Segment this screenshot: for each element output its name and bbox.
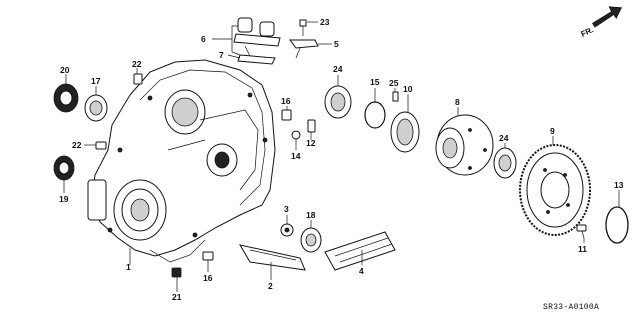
callout-12: 12 [306, 138, 316, 148]
transmission-housing [87, 59, 276, 263]
bolt-12 [307, 119, 316, 133]
sensor-bolt [299, 19, 307, 36]
callout-11: 11 [578, 244, 587, 254]
callout-1: 1 [126, 262, 131, 272]
shim-25 [392, 91, 399, 102]
callout-10: 10 [403, 84, 413, 94]
sensor-bracket [289, 39, 319, 59]
bearing-18 [300, 227, 322, 253]
ring-gear-10 [390, 111, 420, 153]
solenoid-assembly [233, 17, 281, 59]
bearing-24-upper [324, 85, 352, 119]
callout-20: 20 [60, 65, 70, 75]
washer-3 [280, 223, 294, 237]
differential-8 [435, 114, 494, 176]
strainer-2 [238, 244, 306, 271]
callout-22-upper: 22 [132, 59, 142, 69]
callout-25: 25 [389, 78, 399, 88]
oil-seal-19 [53, 155, 75, 181]
callout-18: 18 [306, 210, 316, 220]
front-direction-arrow: FR. [579, 6, 622, 39]
snap-ring-15 [364, 101, 386, 129]
callout-6: 6 [201, 34, 206, 44]
callout-8: 8 [455, 97, 460, 107]
final-driven-gear-9 [519, 144, 591, 236]
dowel-pin-22-upper [133, 73, 143, 85]
callout-24-upper: 24 [333, 64, 343, 74]
snap-ring-13 [605, 206, 629, 244]
callout-labels: 1 2 3 4 5 6 7 8 9 10 11 12 13 14 15 16 1… [59, 17, 624, 302]
leader-lines [63, 21, 620, 292]
bearing-17 [84, 94, 108, 122]
dowel-pin-22-lower [95, 141, 107, 150]
callout-23: 23 [320, 17, 330, 27]
callout-24-lower: 24 [499, 133, 509, 143]
callout-4: 4 [359, 266, 364, 276]
dowel-pin-16-lower [202, 251, 214, 261]
dowel-pin-16-upper [281, 109, 292, 121]
callout-2: 2 [268, 281, 273, 291]
callout-15: 15 [370, 77, 380, 87]
callout-14: 14 [291, 151, 301, 161]
bearing-24-lower [493, 147, 517, 179]
solenoid-bracket [237, 54, 276, 65]
callout-16-lower: 16 [203, 273, 213, 283]
magnet-plate-4 [324, 231, 396, 271]
callout-9: 9 [550, 126, 555, 136]
drawing-code: SR33-A0100A [543, 303, 599, 312]
callout-22-lower: 22 [72, 140, 82, 150]
callout-3: 3 [284, 204, 289, 214]
bolt-11 [576, 224, 587, 239]
callout-7: 7 [219, 50, 224, 60]
callout-13: 13 [614, 180, 624, 190]
callout-17: 17 [91, 76, 101, 86]
direction-label: FR. [579, 25, 594, 39]
oil-seal-20 [53, 83, 79, 113]
callout-16-upper: 16 [281, 96, 291, 106]
plug-21 [171, 267, 182, 278]
washer-14 [291, 130, 301, 140]
callout-5: 5 [334, 39, 339, 49]
callout-19: 19 [59, 194, 69, 204]
callout-21: 21 [172, 292, 182, 302]
